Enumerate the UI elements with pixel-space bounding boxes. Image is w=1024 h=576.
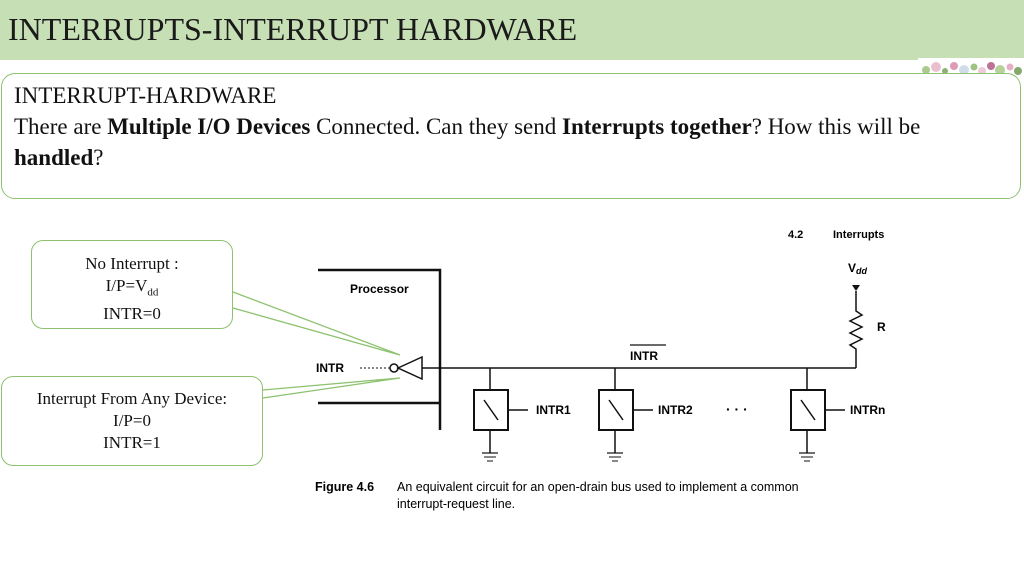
inverter-triangle — [396, 355, 423, 381]
question-text-2: Connected. Can they send — [310, 114, 563, 139]
device-label-2: INTR2 — [658, 403, 693, 417]
callout-heading: INTERRUPT-HARDWARE — [14, 83, 277, 108]
vdd-label: Vdd — [848, 261, 868, 276]
callout-question: There are Multiple I/O Devices Connected… — [14, 111, 1008, 173]
interrupt-intr: INTR=1 — [103, 433, 161, 452]
input-vdd-prefix: I/P=V — [105, 276, 148, 295]
figure-caption-label: Figure 4.6 — [315, 480, 374, 494]
title-bar: INTERRUPTS-INTERRUPT HARDWARE — [0, 0, 1024, 60]
main-callout: INTERRUPT-HARDWARE There are Multiple I/… — [1, 73, 1021, 199]
input-vdd-sub: dd — [147, 286, 159, 299]
question-bold-interrupts: Interrupts together — [562, 114, 752, 139]
vdd-arrow — [852, 285, 860, 291]
processor-box — [318, 268, 442, 430]
question-bold-handled: handled — [14, 145, 94, 170]
device-switch-2 — [598, 368, 653, 462]
interrupt-label: Interrupt From Any Device: — [36, 389, 228, 408]
no-interrupt-label: No Interrupt : — [85, 254, 179, 273]
intr-pin-label: INTR — [316, 361, 344, 375]
question-text-3: ? How this will be — [751, 114, 921, 139]
device-label-1: INTR1 — [536, 403, 571, 417]
question-text-1: There are — [14, 114, 108, 139]
section-number: 4.2 — [788, 229, 803, 241]
question-bold-devices: Multiple I/O Devices — [107, 114, 311, 139]
interrupt-circuit-figure: 4.2 Interrupts Processor INTR INTR Vdd R… — [315, 229, 886, 511]
device-label-n: INTRn — [850, 403, 885, 417]
callout-interrupt: Interrupt From Any Device: I/P=0 INTR=1 — [1, 376, 263, 466]
resistor-label: R — [877, 320, 886, 334]
section-title: Interrupts — [833, 229, 884, 241]
question-text-4: ? — [93, 145, 104, 170]
figure-caption-line-1: An equivalent circuit for an open-drain … — [397, 480, 799, 494]
slide-title: INTERRUPTS-INTERRUPT HARDWARE — [8, 11, 578, 47]
device-switch-1 — [473, 368, 528, 462]
no-interrupt-input: I/P=Vdd — [32, 275, 232, 303]
device-ellipsis: · · · — [726, 401, 748, 417]
figure-caption-line-2: interrupt-request line. — [397, 497, 515, 511]
pullup-resistor — [848, 291, 864, 368]
device-switch-n — [790, 368, 845, 462]
processor-label: Processor — [350, 282, 409, 296]
interrupt-input: I/P=0 — [113, 411, 151, 430]
intr-bar-label: INTR — [630, 349, 658, 363]
no-interrupt-intr: INTR=0 — [103, 304, 161, 324]
callout-no-interrupt: No Interrupt : I/P=Vdd INTR=0 — [31, 240, 233, 329]
